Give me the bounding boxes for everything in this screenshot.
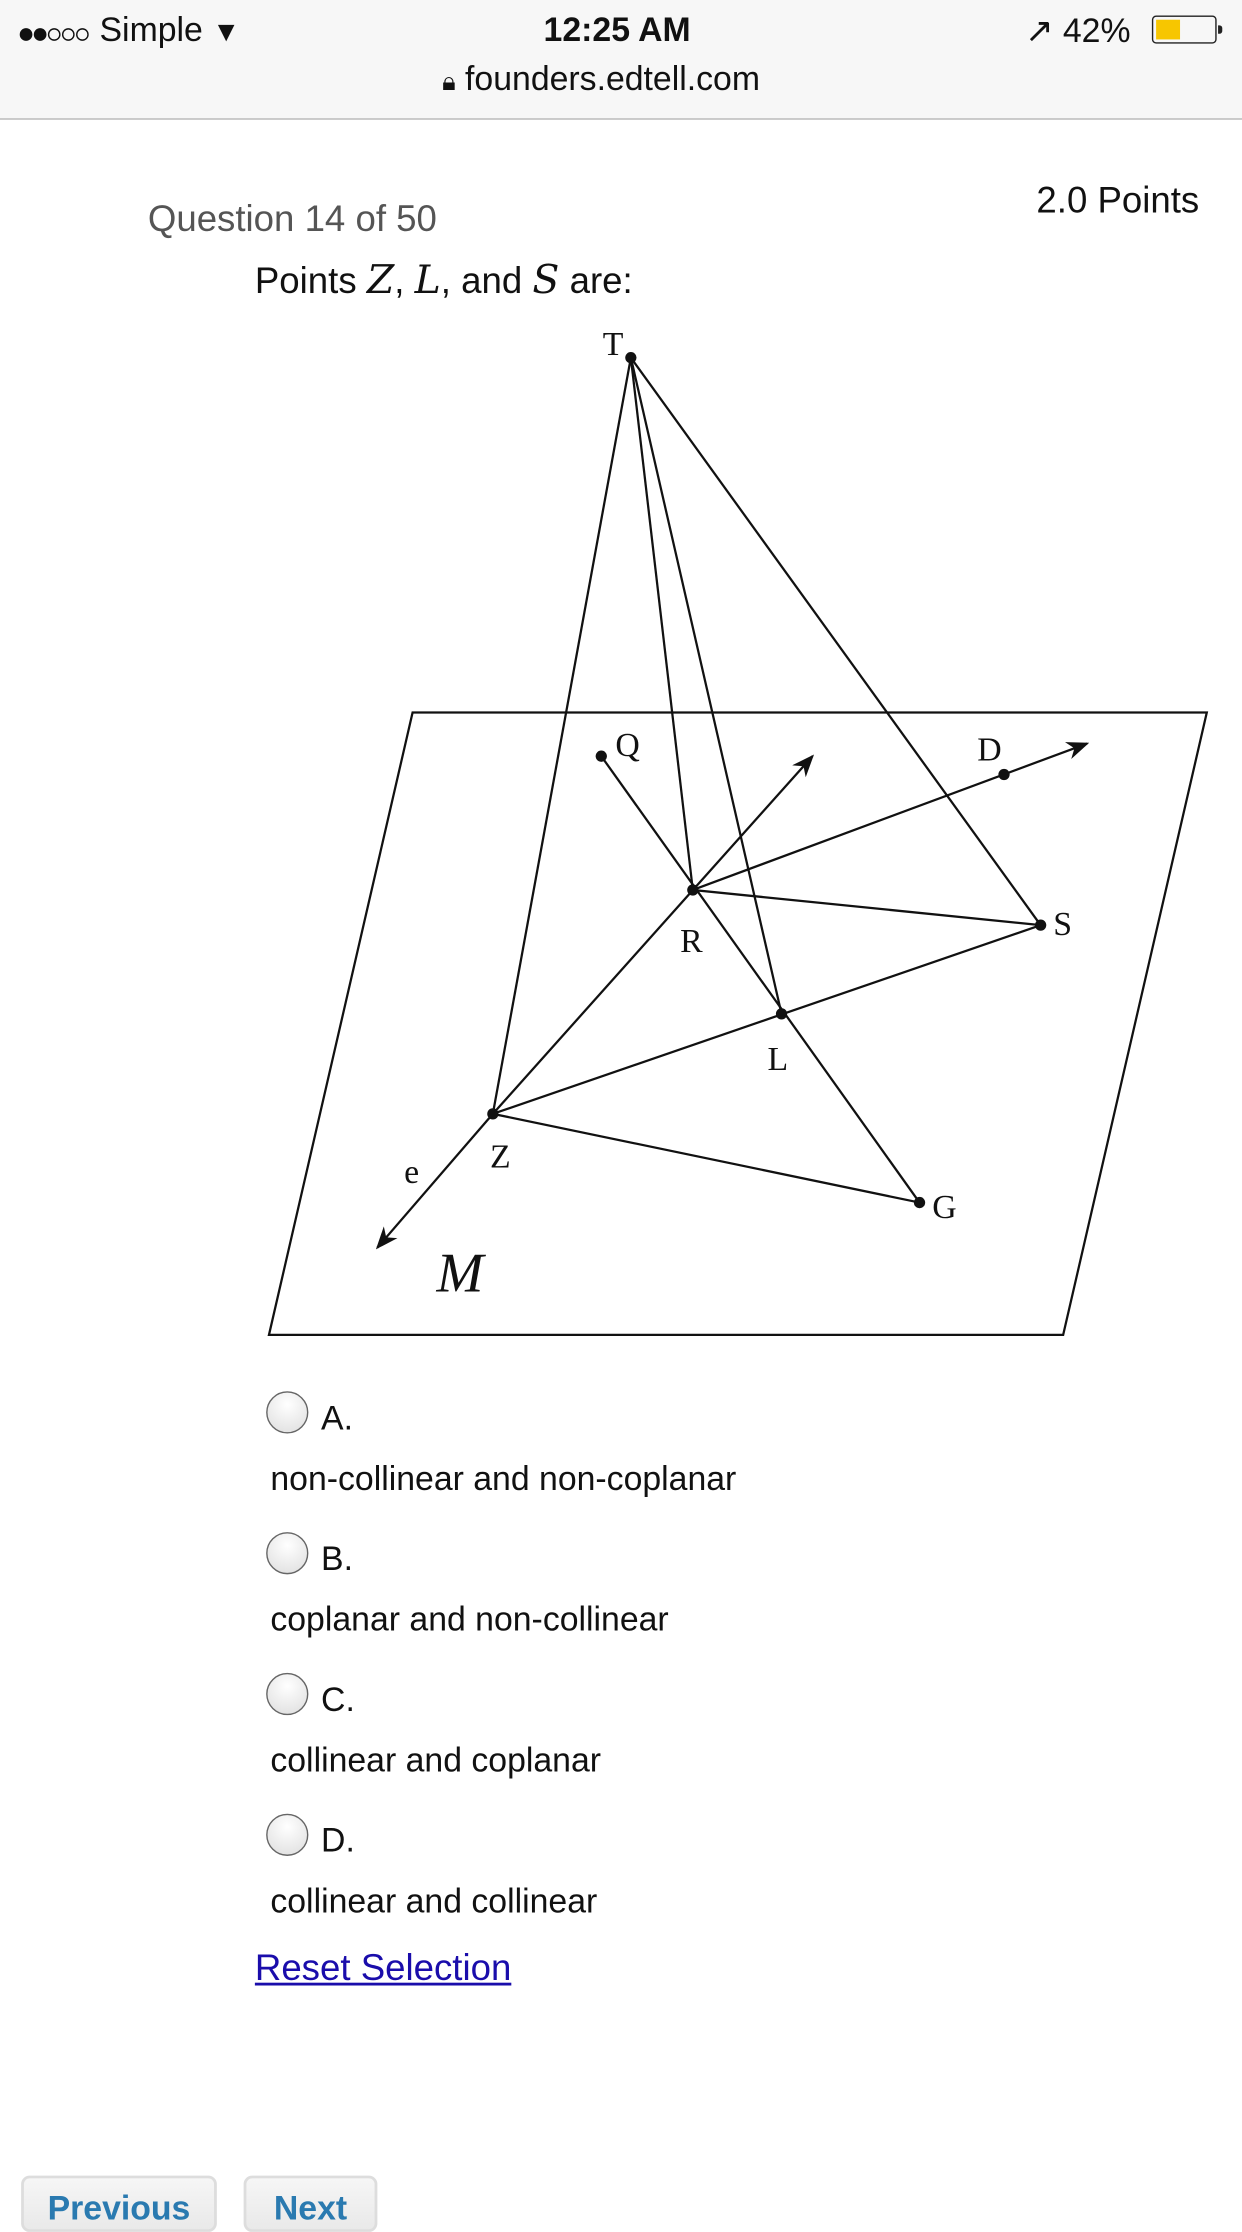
label-l: L <box>767 1041 788 1078</box>
radio-d[interactable] <box>266 1813 309 1856</box>
url-text[interactable]: founders.edtell.com <box>465 60 760 99</box>
line-qg <box>600 755 921 1204</box>
previous-button[interactable]: Previous <box>21 2175 217 2232</box>
question-prompt: Points Z, L, and S are: <box>254 256 633 303</box>
point-q <box>595 750 607 762</box>
radio-c[interactable] <box>266 1672 309 1716</box>
option-text[interactable]: coplanar and non-collinear <box>270 1601 669 1640</box>
question-counter: Question 14 of 50 <box>147 197 437 240</box>
line-zg <box>492 1112 920 1204</box>
signal-icon <box>19 11 90 49</box>
url-bar[interactable]: 🔒︎ founders.edtell.com <box>442 61 760 100</box>
line-zs <box>492 924 1041 1115</box>
label-r: R <box>680 923 703 960</box>
clock: 12:25 AM <box>543 11 691 50</box>
point-g <box>913 1196 926 1209</box>
battery-percent: 42% <box>1062 12 1131 51</box>
point-r <box>687 884 699 896</box>
option-letter: B. <box>321 1540 354 1579</box>
point-z <box>487 1108 499 1120</box>
label-t: T <box>603 326 624 363</box>
line-tl <box>629 357 783 1015</box>
point-l <box>775 1008 788 1020</box>
point-s <box>1034 919 1047 931</box>
line-ts <box>629 357 1042 926</box>
question-points: 2.0 Points <box>1036 178 1200 222</box>
option-letter: C. <box>321 1681 355 1720</box>
label-s: S <box>1053 906 1072 943</box>
label-plane-m: M <box>436 1242 487 1304</box>
option-letter: A. <box>321 1399 354 1438</box>
var-s: S <box>532 256 560 303</box>
battery-icon <box>1151 15 1223 44</box>
label-d: D <box>977 731 1001 768</box>
option-text[interactable]: collinear and coplanar <box>270 1741 602 1780</box>
var-l: L <box>414 256 441 303</box>
radio-b[interactable] <box>266 1532 309 1575</box>
point-t <box>625 352 637 364</box>
carrier-name: Simple <box>99 11 203 50</box>
lock-icon: 🔒︎ <box>442 67 456 96</box>
carrier-info: Simple ▼ <box>19 11 241 50</box>
location-arrow-icon: ↗ <box>1025 12 1054 51</box>
plane-m <box>267 711 1209 1337</box>
status-bar: Simple ▼ 12:25 AM ↗ 42% 🔒︎ founders.edte… <box>0 0 1242 120</box>
label-g: G <box>932 1189 956 1226</box>
label-q: Q <box>615 727 639 764</box>
wifi-icon: ▼ <box>212 16 241 48</box>
line-tz <box>491 357 632 1115</box>
next-button[interactable]: Next <box>243 2175 378 2232</box>
line-rs <box>692 888 1041 927</box>
label-e: e <box>404 1154 419 1191</box>
battery-info: ↗ 42% <box>1025 11 1130 52</box>
point-d <box>998 768 1010 781</box>
ray-ze <box>375 1113 494 1250</box>
var-z: Z <box>366 256 395 303</box>
reset-selection-link[interactable]: Reset Selection <box>254 1946 512 1989</box>
option-letter: D. <box>321 1822 355 1861</box>
line-tr <box>629 357 694 891</box>
label-z: Z <box>490 1138 511 1175</box>
ray-rd <box>692 742 1090 892</box>
option-text[interactable]: non-collinear and non-coplanar <box>270 1460 737 1499</box>
ray-zr <box>492 754 815 1115</box>
radio-a[interactable] <box>266 1391 309 1434</box>
option-text[interactable]: collinear and collinear <box>270 1882 598 1921</box>
